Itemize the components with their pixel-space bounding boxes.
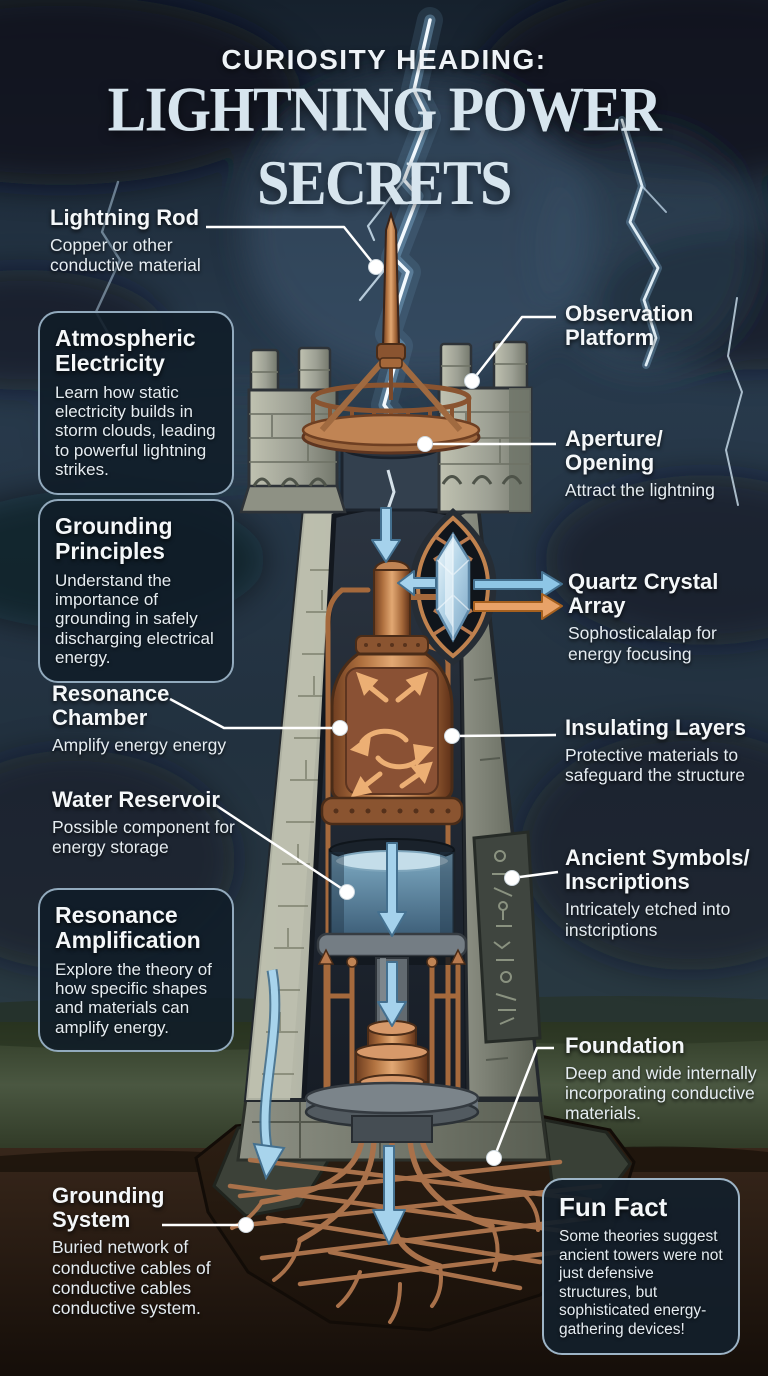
callout-title: Water Reservoir <box>52 787 220 812</box>
callout-body: Copper or other conductive material <box>50 235 201 276</box>
infobox-resonance-amplification: Resonance Amplification Explore the theo… <box>38 888 234 1053</box>
callout-observation-platform: Observation Platform <box>565 301 735 351</box>
crystal-left-arrow-icon <box>397 570 437 596</box>
observation-platform-graphic <box>239 210 533 514</box>
infobox-grounding-principles: Grounding Principles Understand the impo… <box>38 499 234 683</box>
down-arrow-icon <box>372 1145 406 1245</box>
infobox-body: Understand the importance of grounding i… <box>55 570 214 668</box>
callout-body: Deep and wide internally incorporating c… <box>565 1063 757 1124</box>
callout-foundation: Foundation Deep and wide internally inco… <box>565 1033 760 1124</box>
leader-lines <box>162 225 559 1227</box>
energy-swirl-arrows <box>349 671 435 798</box>
callout-title: Ancient Symbols/ Inscriptions <box>565 845 750 895</box>
callout-title: Foundation <box>565 1033 685 1058</box>
callout-grounding-system: Grounding System Buried network of condu… <box>52 1183 230 1318</box>
infobox-body: Explore the theory of how specific shape… <box>55 959 212 1037</box>
down-arrow-icon <box>377 961 407 1027</box>
lightning-rod-graphic <box>319 210 463 432</box>
infobox-title: Grounding Principles <box>55 513 173 564</box>
callout-title: Grounding System <box>52 1183 165 1233</box>
callout-title: Lightning Rod <box>50 205 200 230</box>
callout-title: Insulating Layers <box>565 715 746 740</box>
callout-title: Observation Platform <box>565 301 694 351</box>
down-arrow-icon <box>371 507 401 563</box>
page-title: LIGHTNING POWER SECRETS <box>107 73 662 219</box>
title-kicker: CURIOSITY HEADING: <box>221 44 547 75</box>
resonance-chamber-graphic <box>320 560 464 826</box>
exterior-flow-arrow <box>252 969 286 1181</box>
infobox-title: Resonance Amplification <box>55 902 201 953</box>
infobox-fun-fact: Fun Fact Some theories suggest ancient t… <box>542 1178 740 1355</box>
callout-water-reservoir: Water Reservoir Possible component for e… <box>52 787 240 858</box>
callout-quartz-crystal-array: Quartz Crystal Array Sophosticalalap for… <box>568 569 748 664</box>
energy-flow-arrows <box>371 507 563 1245</box>
callout-body: Possible component for energy storage <box>52 817 235 858</box>
energy-out-blue-arrow-icon <box>473 571 563 598</box>
leader-dots <box>238 259 520 1233</box>
callout-resonance-chamber: Resonance Chamber Amplify energy energy <box>52 681 262 756</box>
callout-title: Quartz Crystal Array <box>568 569 719 619</box>
callout-body: Protective materials to safeguard the st… <box>565 745 745 786</box>
down-arrow-icon <box>377 842 407 937</box>
callout-ancient-symbols: Ancient Symbols/ Inscriptions Intricatel… <box>565 845 768 940</box>
callout-title: Aperture/ Opening <box>565 426 663 476</box>
quartz-crystal-graphic <box>409 507 497 666</box>
hieroglyphs-graphic <box>492 850 517 1025</box>
callout-body: Amplify energy energy <box>52 735 227 756</box>
infobox-body: Learn how static electricity builds in s… <box>55 382 216 480</box>
callout-insulating-layers: Insulating Layers Protective materials t… <box>565 715 768 786</box>
infobox-title: Fun Fact <box>559 1192 668 1222</box>
infobox-body: Some theories suggest ancient towers wer… <box>559 1228 723 1339</box>
infobox-title: Atmospheric Electricity <box>55 325 196 376</box>
callout-body: Attract the lightning <box>565 480 715 501</box>
energy-out-orange-arrow-icon <box>473 593 563 620</box>
callout-body: Sophosticalalap for energy focusing <box>568 623 717 664</box>
callout-lightning-rod: Lightning Rod Copper or other conductive… <box>50 205 210 276</box>
callout-body: Intricately etched into instcriptions <box>565 899 731 940</box>
callout-aperture-opening: Aperture/ Opening Attract the lightning <box>565 426 765 501</box>
infobox-atmospheric-electricity: Atmospheric Electricity Learn how static… <box>38 311 234 495</box>
callout-body: Buried network of conductive cables of c… <box>52 1237 211 1318</box>
callout-title: Resonance Chamber <box>52 681 170 731</box>
